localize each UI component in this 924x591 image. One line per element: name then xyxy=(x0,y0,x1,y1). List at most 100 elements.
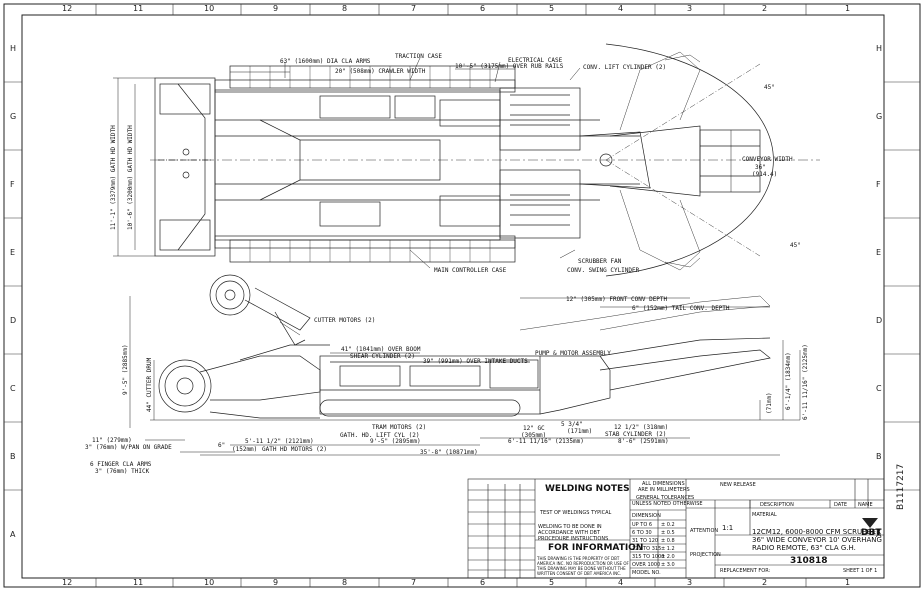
zone-left-H: H xyxy=(10,44,17,53)
crawler-side xyxy=(319,399,521,417)
label-gc-12: 12" GC xyxy=(523,425,545,432)
zone-top-8: 8 xyxy=(342,4,348,13)
label-stab-cylinder: STAB CYLINDER (2) xyxy=(605,431,667,438)
zone-bottom-11: 11 xyxy=(133,578,144,587)
zone-top-9: 9 xyxy=(273,4,279,13)
zone-bottom-8: 8 xyxy=(342,578,348,587)
zone-top-10: 10 xyxy=(204,4,215,13)
crawler-left xyxy=(229,65,516,89)
swing-positions xyxy=(619,51,701,271)
zone-left-G: G xyxy=(10,112,17,121)
welding-procedure-text: WELDING TO BE DONE IN ACCORDANCE WITH DB… xyxy=(538,524,609,542)
label-gath-hd-width-1: 11'-1" (3379mm) GATH HD WIDTH xyxy=(110,125,117,230)
zone-bottom-9: 9 xyxy=(273,578,279,587)
zone-top-5: 5 xyxy=(549,4,555,13)
zone-right-C: C xyxy=(876,384,882,393)
label-conv-lift-cylinder: CONV. LIFT CYLINDER (2) xyxy=(583,64,667,71)
title-block-frame xyxy=(467,478,885,579)
label-over-intake-ducts: 39" (991mm) OVER INTAKE DUCTS xyxy=(423,358,528,365)
plan-view xyxy=(150,43,820,277)
label-dim-5-3-4-mm: (171mm) xyxy=(567,428,593,435)
label-tail-conv-depth: 6" (152mm) TAIL CONV. DEPTH xyxy=(632,305,730,312)
title-line-2: 36" WIDE CONVEYOR 10' OVERHANG xyxy=(752,536,882,544)
machine-body xyxy=(319,355,541,415)
zone-right-G: G xyxy=(876,112,883,121)
inner-border xyxy=(21,14,885,579)
tol-val-2: ± 0.5 xyxy=(661,530,675,536)
zone-bottom-12: 12 xyxy=(62,578,73,587)
label-gc-12-mm: (305mm) xyxy=(521,432,547,439)
label-dim-11: 11" (279mm) xyxy=(92,437,132,444)
copyright-notice: THIS DRAWING IS THE PROPERTY OF DBT AMER… xyxy=(537,556,629,576)
model-no-label: MODEL NO. xyxy=(632,570,661,576)
label-gath-hd-motors: GATH HD MOTORS (2) xyxy=(262,446,328,453)
side-dimension-lines xyxy=(129,296,801,456)
date-header: DATE xyxy=(834,502,848,508)
label-pan-on-grade: 3" (76mm) W/PAN ON GRADE xyxy=(85,444,172,451)
label-over-rub-rails: 10'-5" (3175mm) OVER RUB RAILS xyxy=(455,63,564,70)
welding-notes-title: WELDING NOTES xyxy=(545,484,630,494)
label-height-right-1: 6'-11 11/16" (2125mm) xyxy=(802,344,809,420)
zone-bottom-2: 2 xyxy=(762,578,768,587)
label-dim-6-mm: (152mm) xyxy=(232,446,258,453)
label-dim-6-11: 6'-11 11/16" (2135mm) xyxy=(508,438,584,445)
label-dim-5-11: 5'-11 1/2" (2121mm) xyxy=(245,438,314,445)
tol-row-2: 6 TO 30 xyxy=(632,530,652,536)
label-conveyor-width-mm: (914.4) xyxy=(752,171,778,178)
label-cutter-drum: 44" CUTTER DRUM xyxy=(146,357,153,412)
label-conveyor-width-value: 36" xyxy=(755,164,766,171)
label-conv-swing-cylinder: CONV. SWING CYLINDER xyxy=(567,267,640,274)
for-information-label: FOR INFORMATION xyxy=(548,543,644,553)
label-dim-9-5: 9'-5" (2895mm) xyxy=(370,438,421,445)
label-dia-arms: 63" (1600mm) DIA CLA ARMS xyxy=(280,58,371,65)
tol-val-1: ± 0.2 xyxy=(661,522,675,528)
tol-row-6: OVER 1000 xyxy=(632,562,661,568)
projection-label: PROJECTION xyxy=(690,552,721,558)
zone-bottom-5: 5 xyxy=(549,578,555,587)
zone-left-B: B xyxy=(10,452,16,461)
label-conveyor-width: CONVEYOR WIDTH xyxy=(742,156,793,163)
label-dim-8-6: 8'-6" (2591mm) xyxy=(618,438,669,445)
label-traction-case: TRACTION CASE xyxy=(395,53,442,60)
sheet-number: SHEET 1 OF 1 xyxy=(843,568,878,574)
zone-bottom-10: 10 xyxy=(204,578,215,587)
in-millimeters-label: ARE IN MILLIMETERS xyxy=(638,487,690,493)
label-over-boom: 41" (1041mm) OVER BOOM xyxy=(341,346,421,353)
tol-row-1: UP TO 6 xyxy=(632,522,653,528)
swing-arc xyxy=(605,43,774,277)
label-gath-lift-cylinder: GATH. HD. LIFT CYL (2) xyxy=(340,432,420,439)
conveyor-raised xyxy=(519,295,771,331)
label-scrubber-fan: SCRUBBER FAN xyxy=(578,258,622,265)
label-shear-cylinder: SHEAR CYLINDER (2) xyxy=(350,353,416,360)
title-line-1: 12CM12, 6000-8000 CFM SCRUBBER xyxy=(752,528,881,536)
zone-bottom-4: 4 xyxy=(618,578,624,587)
zone-top-1: 1 xyxy=(845,4,851,13)
zone-right-A: A xyxy=(876,530,882,539)
zone-top-4: 4 xyxy=(618,4,624,13)
zone-bottom-7: 7 xyxy=(411,578,417,587)
label-dim-12-1-2: 12 1/2" (318mm) xyxy=(614,424,669,431)
zone-right-E: E xyxy=(876,248,882,257)
attention-label: ATTENTION xyxy=(690,528,719,534)
zone-top-12: 12 xyxy=(62,4,73,13)
crawler-right xyxy=(229,239,516,263)
dbt-logo xyxy=(862,518,878,528)
label-main-controller-case: MAIN CONTROLLER CASE xyxy=(434,267,507,274)
label-cutter-motors: CUTTER MOTORS (2) xyxy=(314,317,376,324)
tol-val-5: ± 2.0 xyxy=(661,554,675,560)
zone-bottom-3: 3 xyxy=(687,578,693,587)
test-of-weldings-text: TEST OF WELDINGS TYPICAL xyxy=(540,510,612,516)
unless-noted-label: UNLESS NOTED OTHERWISE xyxy=(632,501,703,507)
scale-value: 1:1 xyxy=(722,524,734,532)
label-angle-bottom: 45° xyxy=(790,242,801,249)
zone-bottom-1: 1 xyxy=(845,578,851,587)
conveyor-side xyxy=(599,349,771,391)
label-crawler-width: 20" (508mm) CRAWLER WIDTH xyxy=(335,68,426,75)
outer-border xyxy=(3,3,921,588)
zone-right-D: D xyxy=(876,316,883,325)
label-finger-cla-arms: 6 FINGER CLA ARMS xyxy=(90,461,152,468)
general-tolerances-label: GENERAL TOLERANCES xyxy=(636,495,695,501)
material-label: MATERIAL xyxy=(752,512,777,518)
